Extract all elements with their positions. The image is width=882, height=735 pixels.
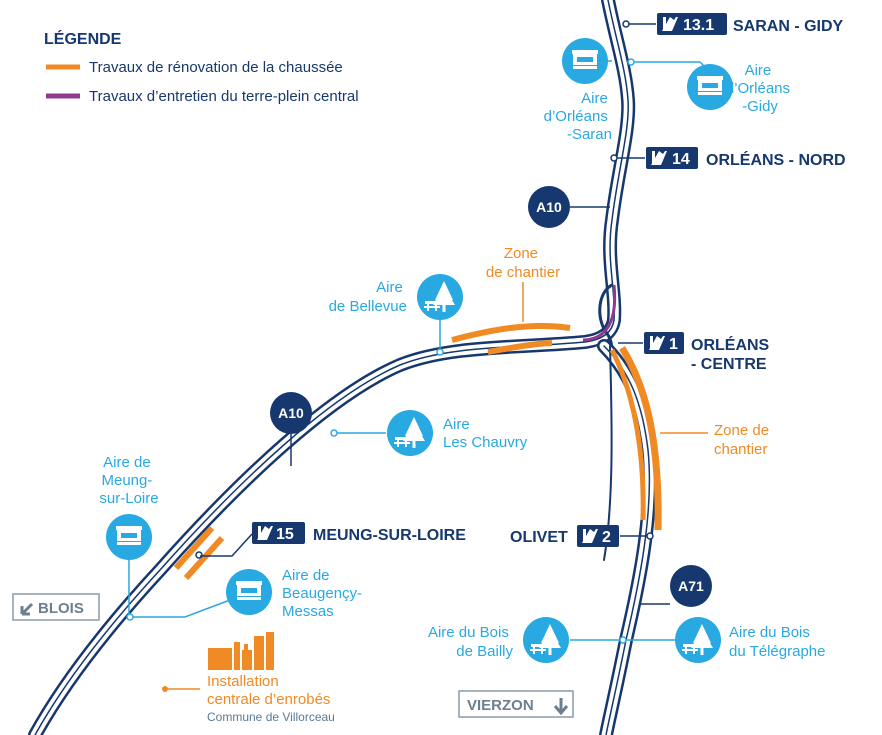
rest-area-label: d’Orléans xyxy=(544,108,608,125)
shield-a71: A71 xyxy=(640,565,712,607)
exit-13-1-name: SARAN - GIDY xyxy=(733,18,844,35)
asphalt-plant-icon xyxy=(208,632,274,670)
exit-13-1[interactable]: 13.1 SARAN - GIDY xyxy=(622,13,844,35)
picnic-tree-icon xyxy=(523,617,569,663)
svg-text:Aire du Bois de Bailly: Aire du Bois de Bailly xyxy=(428,624,514,660)
rest-area-label: sur-Loire xyxy=(99,490,158,507)
arrow-down-left-icon xyxy=(20,602,34,616)
svg-text:Aire du Bois du Télégrap: Aire du Bois du Télégraphe xyxy=(729,624,825,660)
rest-area-label: Aire de xyxy=(282,567,330,584)
exit-1-name-line1: ORLÉANS xyxy=(691,335,770,354)
rest-area-label: Aire xyxy=(376,279,403,296)
rest-area-orleans-gidy[interactable]: Aire d’Orléans -Gidy xyxy=(627,58,794,115)
legend-title: LÉGENDE xyxy=(44,29,122,48)
exit-1-name-line2: - CENTRE xyxy=(691,356,767,373)
rest-area-label: Aire du Bois xyxy=(729,624,810,641)
works-a71-inner xyxy=(609,348,646,521)
rest-area-label: -Gidy xyxy=(742,98,778,115)
rest-area-telegraphe[interactable]: Aire du Bois du Télégraphe xyxy=(627,617,825,663)
work-zone-label-a71: Zone de chantier xyxy=(660,422,773,458)
rest-area-label: Les Chauvry xyxy=(443,434,528,451)
exit-15-name: MEUNG-SUR-LOIRE xyxy=(313,527,466,544)
exit-1-number: 1 xyxy=(669,336,678,353)
works-a10-outer xyxy=(451,322,571,343)
exit-2-name: OLIVET xyxy=(510,529,568,546)
exit-15[interactable]: 15 MEUNG-SUR-LOIRE xyxy=(195,522,466,559)
service-building-icon xyxy=(106,514,152,560)
svg-text:A10: A10 xyxy=(278,405,304,421)
exit-14-number: 14 xyxy=(672,151,690,168)
service-building-icon xyxy=(226,569,272,615)
works-meung xyxy=(173,525,225,581)
plant-commune: Commune de Villorceau xyxy=(207,710,335,724)
road-network xyxy=(28,0,657,735)
shield-a10-top: A10 xyxy=(528,186,610,228)
rest-area-label: Aire xyxy=(443,416,470,433)
svg-text:Aire d’Orléans -Sa: Aire d’Orléans -Saran xyxy=(544,90,612,143)
exit-14[interactable]: 14 ORLÉANS - NORD xyxy=(610,147,846,169)
rest-area-label: Aire xyxy=(745,62,772,79)
rest-area-label: Aire du Bois xyxy=(428,624,509,641)
rest-area-bellevue[interactable]: Aire de Bellevue xyxy=(329,274,463,356)
svg-text:Aire Les Chauvry: Aire Les Chauvry xyxy=(443,416,528,451)
svg-text:Aire de Beaugençy-: Aire de Beaugençy- Messas xyxy=(282,567,366,620)
arrow-down-icon xyxy=(553,698,569,716)
exit-2-number: 2 xyxy=(602,529,611,546)
exit-2[interactable]: OLIVET 2 xyxy=(510,525,654,547)
rest-area-meung[interactable]: Aire de Meung- sur-Loire xyxy=(99,454,159,614)
rest-area-bailly[interactable]: Aire du Bois de Bailly xyxy=(428,617,627,663)
rest-area-chauvry[interactable]: Aire Les Chauvry xyxy=(330,410,528,456)
shield-a10-left: A10 xyxy=(270,392,312,466)
rest-area-label: de Bellevue xyxy=(329,298,407,315)
svg-text:Aire d’Orléans -Gi: Aire d’Orléans -Gidy xyxy=(726,62,794,115)
work-zones xyxy=(173,284,662,581)
exit-15-number: 15 xyxy=(276,526,294,543)
direction-blois[interactable]: BLOIS xyxy=(12,593,100,621)
works-a71 xyxy=(619,346,662,531)
rest-area-label: Meung- xyxy=(101,472,152,489)
picnic-tree-icon xyxy=(417,274,463,320)
picnic-tree-icon xyxy=(387,410,433,456)
rest-area-beaugency[interactable]: Aire de Beaugençy- Messas xyxy=(126,567,366,621)
svg-text:Aire de Bellevue: Aire de Bellevue xyxy=(329,279,407,315)
legend-item-median: Travaux d’entretien du terre-plein centr… xyxy=(89,88,359,105)
direction-blois-label: BLOIS xyxy=(38,600,84,617)
rest-area-label: du Télégraphe xyxy=(729,643,825,660)
works-median xyxy=(582,284,617,342)
direction-vierzon[interactable]: VIERZON xyxy=(458,690,574,718)
work-zone-label-a10: Zone de chantier xyxy=(486,245,560,322)
rest-area-label: Aire xyxy=(581,90,608,107)
exit-13-1-badge xyxy=(657,13,727,35)
rest-area-label: Aire de xyxy=(103,454,151,471)
service-building-icon xyxy=(562,38,608,84)
rest-area-label: -Saran xyxy=(567,126,612,143)
svg-text:Installation centrale d’: Installation centrale d’enrobés xyxy=(207,673,330,708)
svg-text:Zone de chantier: Zone de chantier xyxy=(714,422,773,458)
exit-13-1-number: 13.1 xyxy=(683,17,714,34)
exit-1[interactable]: 1 ORLÉANS - CENTRE xyxy=(618,332,770,373)
svg-text:A10: A10 xyxy=(536,199,562,215)
svg-text:A71: A71 xyxy=(678,578,704,594)
asphalt-plant: Installation centrale d’enrobés Commune … xyxy=(162,632,335,724)
rest-area-label: Beaugençy- xyxy=(282,585,362,602)
exit-14-name: ORLÉANS - NORD xyxy=(706,150,846,169)
rest-area-label: Messas xyxy=(282,603,334,620)
direction-vierzon-label: VIERZON xyxy=(467,697,534,714)
works-a10-inner xyxy=(487,340,553,355)
rest-area-label: de Bailly xyxy=(456,643,513,660)
legend-item-renovation: Travaux de rénovation de la chaussée xyxy=(89,59,343,76)
legend: LÉGENDE Travaux de rénovation de la chau… xyxy=(44,29,359,105)
svg-text:Zone de chantier: Zone de chantier xyxy=(486,245,560,281)
svg-text:Aire de Meung- sur: Aire de Meung- sur-Loire xyxy=(99,454,158,507)
rest-area-label: d’Orléans xyxy=(726,80,790,97)
rest-area-orleans-saran[interactable]: Aire d’Orléans -Saran xyxy=(544,38,612,143)
picnic-tree-icon xyxy=(675,617,721,663)
